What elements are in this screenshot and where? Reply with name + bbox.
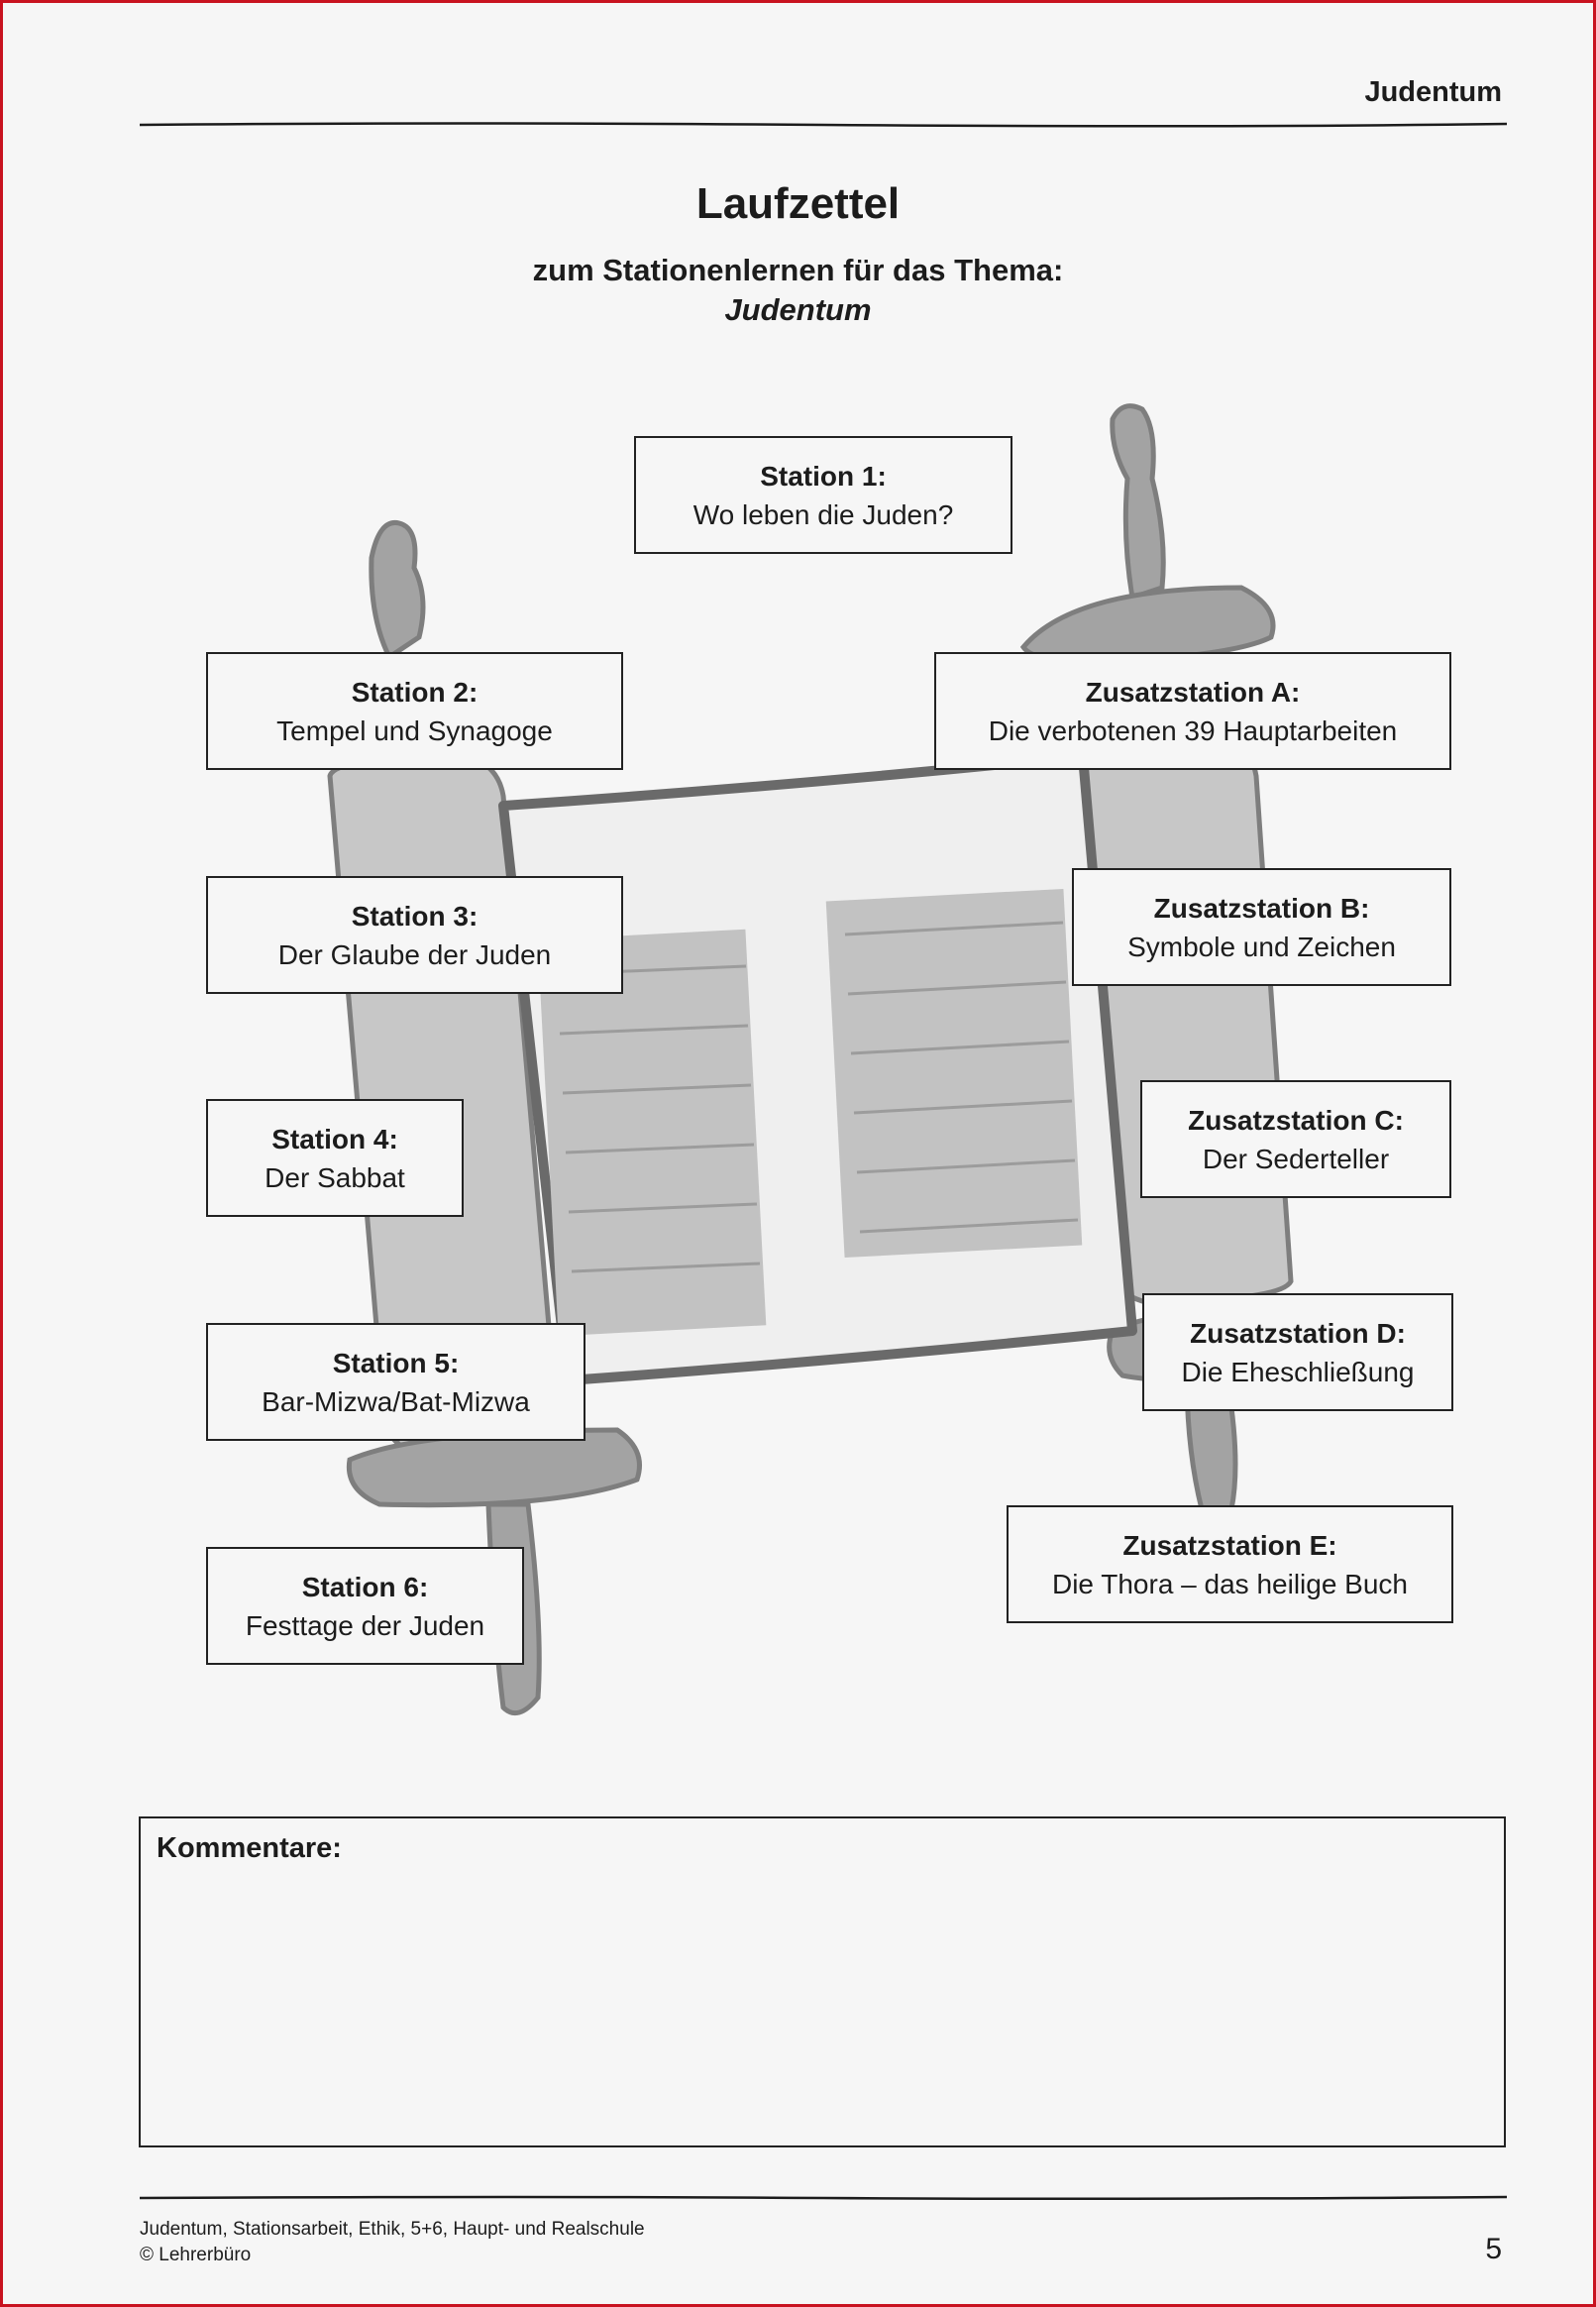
zusatzstation-d: Zusatzstation D: Die Eheschließung [1142, 1293, 1453, 1411]
station-topic: Festtage der Juden [245, 1609, 485, 1641]
comments-box[interactable]: Kommentare: [139, 1816, 1506, 2147]
station-label: Station 4: [271, 1123, 398, 1154]
station-2: Station 2: Tempel und Synagoge [206, 652, 623, 770]
station-topic: Der Sabbat [265, 1161, 405, 1193]
station-3: Station 3: Der Glaube der Juden [206, 876, 623, 994]
page-title: Laufzettel [695, 179, 901, 228]
station-label: Zusatzstation D: [1190, 1317, 1406, 1349]
comments-label: Kommentare: [157, 1832, 342, 1864]
station-topic: Tempel und Synagoge [276, 714, 553, 746]
footer-publication: Judentum, Stationsarbeit, Ethik, 5+6, Ha… [140, 2219, 645, 2240]
station-label: Zusatzstation C: [1188, 1104, 1404, 1136]
station-label: Station 5: [332, 1347, 460, 1378]
station-topic: Die verbotenen 39 Hauptarbeiten [988, 714, 1398, 746]
station-topic: Die Eheschließung [1181, 1356, 1415, 1387]
page-subtitle: zum Stationenlernen für das Thema: [532, 253, 1064, 287]
header-topic: Judentum [1364, 76, 1502, 108]
station-label: Station 3: [351, 900, 479, 932]
station-label: Station 2: [351, 676, 479, 708]
station-6: Station 6: Festtage der Juden [206, 1547, 524, 1665]
station-label: Zusatzstation E: [1122, 1529, 1337, 1561]
footer-rule [140, 2195, 1507, 2201]
station-topic: Bar-Mizwa/Bat-Mizwa [262, 1385, 530, 1417]
station-label: Zusatzstation A: [1085, 676, 1301, 708]
zusatzstation-e: Zusatzstation E: Die Thora – das heilige… [1007, 1505, 1453, 1623]
station-topic: Die Thora – das heilige Buch [1051, 1568, 1409, 1599]
station-label: Station 6: [301, 1571, 429, 1602]
station-topic: Der Glaube der Juden [277, 938, 552, 970]
station-label: Zusatzstation B: [1153, 892, 1370, 924]
page-subtitle-topic: Judentum [724, 292, 872, 327]
station-4: Station 4: Der Sabbat [206, 1099, 464, 1217]
header-rule [140, 122, 1507, 128]
page-number: 5 [1485, 2233, 1502, 2265]
zusatzstation-a: Zusatzstation A: Die verbotenen 39 Haupt… [934, 652, 1451, 770]
zusatzstation-b: Zusatzstation B: Symbole und Zeichen [1072, 868, 1451, 986]
station-1: Station 1: Wo leben die Juden? [634, 436, 1012, 554]
station-5: Station 5: Bar-Mizwa/Bat-Mizwa [206, 1323, 585, 1441]
station-topic: Wo leben die Juden? [692, 498, 954, 530]
station-label: Station 1: [760, 460, 887, 492]
footer-copyright: © Lehrerbüro [140, 2245, 252, 2265]
zusatzstation-c: Zusatzstation C: Der Sederteller [1140, 1080, 1451, 1198]
station-topic: Symbole und Zeichen [1127, 931, 1396, 962]
station-topic: Der Sederteller [1202, 1143, 1390, 1174]
